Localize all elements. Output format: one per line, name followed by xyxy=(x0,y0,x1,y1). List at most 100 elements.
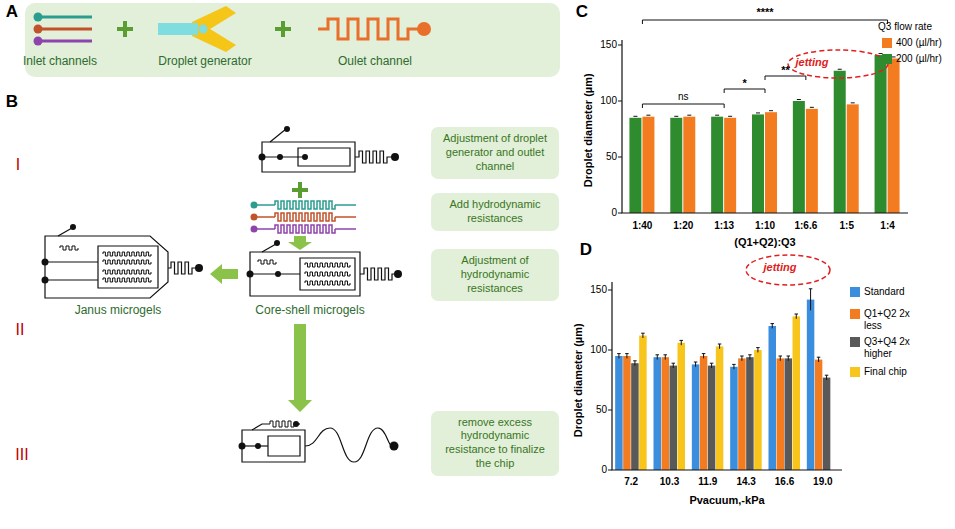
chip-channel xyxy=(305,272,350,276)
port-dot xyxy=(42,277,49,284)
chip-channel xyxy=(270,421,294,427)
droplet-generator xyxy=(192,6,236,52)
chip-channel xyxy=(242,430,305,462)
error-bar xyxy=(892,56,896,57)
error-bar xyxy=(641,333,645,338)
plus-symbol xyxy=(117,21,133,37)
legend-item: Standard xyxy=(850,286,905,298)
tick xyxy=(608,350,612,351)
process-arrow xyxy=(288,324,312,412)
port-dot xyxy=(251,226,258,233)
bar xyxy=(875,55,887,213)
chip-channel xyxy=(305,263,350,267)
chip-channel xyxy=(270,129,286,142)
panel-a xyxy=(25,3,560,77)
panel-b xyxy=(42,126,403,462)
chip-channel xyxy=(103,270,151,274)
chip-channel xyxy=(275,225,335,233)
figure-label: Inlet channels xyxy=(23,55,97,69)
chip-channel xyxy=(294,423,300,424)
legend-item: Q1+Q2 2x less xyxy=(850,308,914,332)
port-dot xyxy=(390,442,399,451)
bar xyxy=(823,378,831,470)
error-bar xyxy=(633,116,637,117)
figure-label: 1:40 xyxy=(632,220,652,232)
chip-channel xyxy=(355,151,393,163)
chip-channel xyxy=(335,216,356,218)
step-text: Adjustment of hydrodynamic resistances xyxy=(437,254,553,295)
port-dot xyxy=(34,37,43,46)
port-dot xyxy=(417,22,431,36)
port-dot xyxy=(251,214,258,221)
chip-channel xyxy=(257,216,275,218)
bar xyxy=(834,71,846,213)
chip-channel xyxy=(252,424,270,430)
bar xyxy=(670,366,678,470)
port-dot xyxy=(195,264,203,272)
error-bar xyxy=(817,357,821,362)
port-dot xyxy=(247,271,254,278)
error-bar xyxy=(728,116,732,117)
figure-label: III xyxy=(15,446,28,464)
process-arrow xyxy=(288,236,312,250)
step-box: remove excess hydrodynamic resistance to… xyxy=(431,411,559,476)
figure-label: 150 xyxy=(590,284,607,296)
port-dot xyxy=(391,153,399,161)
legend-swatch xyxy=(850,309,860,319)
chip-channel xyxy=(45,236,168,298)
significance-bracket xyxy=(642,104,724,108)
figure-label: 150 xyxy=(600,39,617,51)
chip-channel xyxy=(275,213,335,221)
port-dot xyxy=(34,13,43,22)
figure-label: 7.2 xyxy=(624,476,638,488)
port-dot xyxy=(275,271,281,277)
bar xyxy=(662,357,670,470)
figure-label: D xyxy=(580,240,592,260)
process-arrow xyxy=(210,264,238,284)
figure-label: 1:5 xyxy=(839,220,853,232)
error-bar xyxy=(825,375,829,380)
bar xyxy=(631,363,639,470)
figure-label: 0 xyxy=(601,464,607,476)
bar xyxy=(793,316,801,470)
port-dot xyxy=(251,202,258,209)
bar xyxy=(754,350,762,470)
legend-text: Q3+Q4 2x higher xyxy=(864,336,914,360)
step-text: remove excess hydrodynamic resistance to… xyxy=(437,416,553,471)
figure-label: 1:13 xyxy=(714,220,734,232)
chip-channel xyxy=(275,201,335,209)
tick xyxy=(618,101,622,102)
jetting-outline xyxy=(788,50,888,78)
port-dot xyxy=(293,421,299,427)
bar xyxy=(615,356,623,470)
chip-channel xyxy=(45,262,98,280)
bar xyxy=(716,346,724,470)
figure-label: 16.6 xyxy=(775,476,794,488)
error-bar xyxy=(625,354,629,359)
bar xyxy=(769,326,777,470)
legend-item: Q3+Q4 2x higher xyxy=(850,336,914,360)
figure-label: jetting xyxy=(764,261,797,274)
figure-label: Oulet channel xyxy=(338,55,412,69)
legend-swatch xyxy=(850,337,860,347)
bar xyxy=(785,358,793,470)
figure-label: 10.3 xyxy=(660,476,679,488)
figure-label: Core-shell microgels xyxy=(255,304,364,318)
figure-label: 100 xyxy=(590,344,607,356)
tick xyxy=(608,410,612,411)
error-bar xyxy=(787,356,791,361)
port-dot xyxy=(70,224,76,230)
tick xyxy=(608,290,612,291)
chip-channel xyxy=(60,246,78,250)
error-bar xyxy=(771,324,775,329)
error-bar xyxy=(710,363,714,368)
plus-symbol xyxy=(292,182,308,198)
error-bar xyxy=(809,289,813,311)
step-box: Add hydrodynamic resistances xyxy=(431,193,559,231)
error-bar xyxy=(797,99,801,100)
figure-label: A xyxy=(6,2,18,22)
step-box: Adjustment of droplet generator and outl… xyxy=(431,127,559,178)
chip-channel xyxy=(262,244,276,252)
figure-label: 1:4 xyxy=(880,220,894,232)
droplet xyxy=(198,24,208,34)
